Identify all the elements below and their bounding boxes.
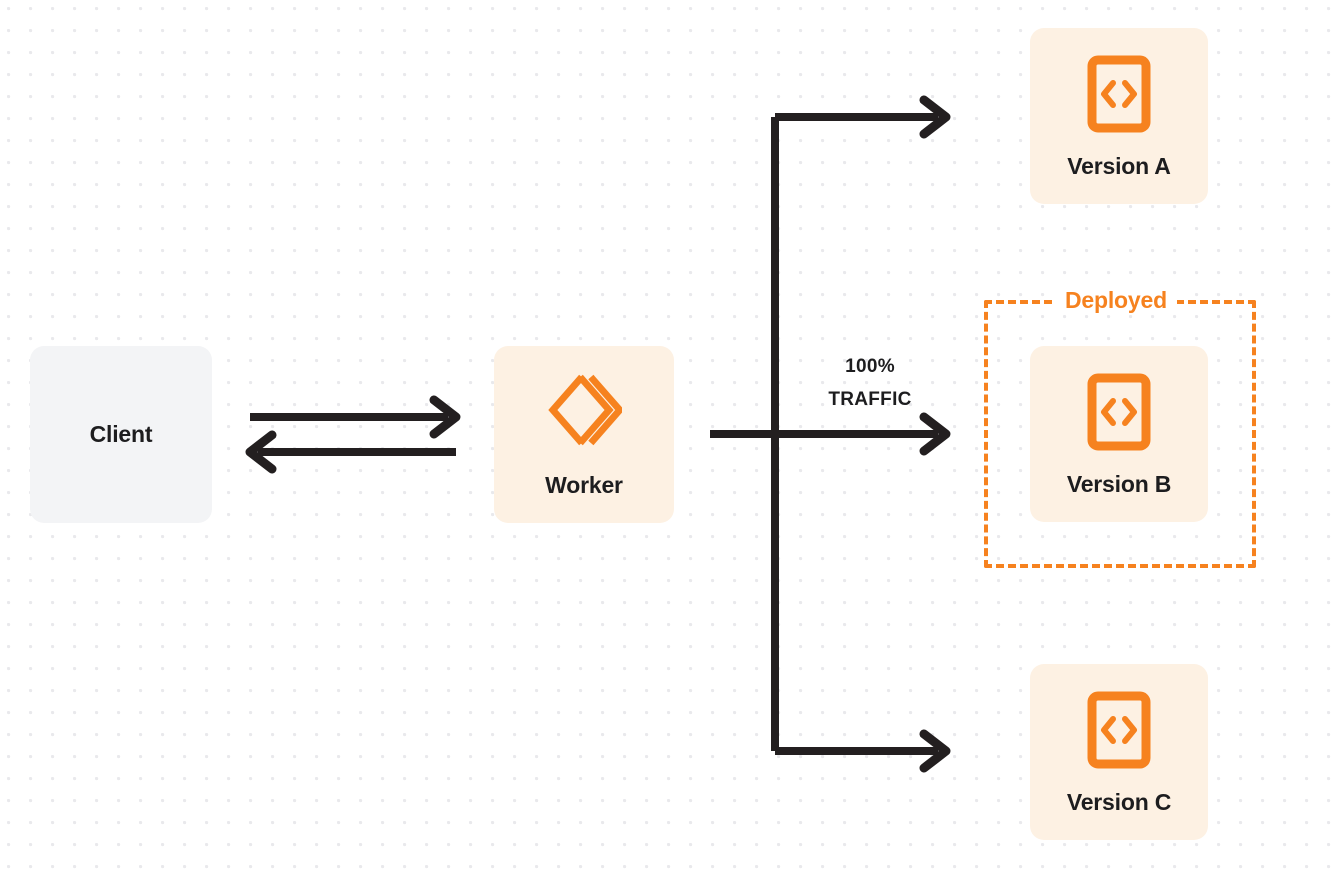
traffic-percent: 100% xyxy=(845,356,895,377)
code-script-icon xyxy=(1087,373,1151,451)
traffic-unit: TRAFFIC xyxy=(828,389,912,410)
node-version-c[interactable]: Version C xyxy=(1030,664,1208,840)
version-a-label: Version A xyxy=(1067,152,1171,179)
edge-worker-to-client xyxy=(250,435,456,469)
deployed-group-label: Deployed xyxy=(1055,286,1177,314)
version-c-label: Version C xyxy=(1066,788,1172,815)
node-client[interactable]: Client xyxy=(30,346,212,523)
worker-label: Worker xyxy=(545,472,623,498)
code-script-icon xyxy=(1087,55,1151,133)
node-version-b[interactable]: Version B xyxy=(1030,346,1208,522)
cloudflare-workers-logo-icon xyxy=(546,372,622,448)
node-version-a[interactable]: Version A xyxy=(1030,28,1208,204)
edge-worker-to-versions xyxy=(710,100,946,768)
edge-client-to-worker xyxy=(250,400,456,434)
code-script-icon xyxy=(1087,691,1151,769)
version-b-label: Version B xyxy=(1066,470,1172,497)
client-label: Client xyxy=(89,421,153,447)
node-worker[interactable]: Worker xyxy=(494,346,674,523)
traffic-percentage-label: 100% TRAFFIC xyxy=(790,350,950,416)
